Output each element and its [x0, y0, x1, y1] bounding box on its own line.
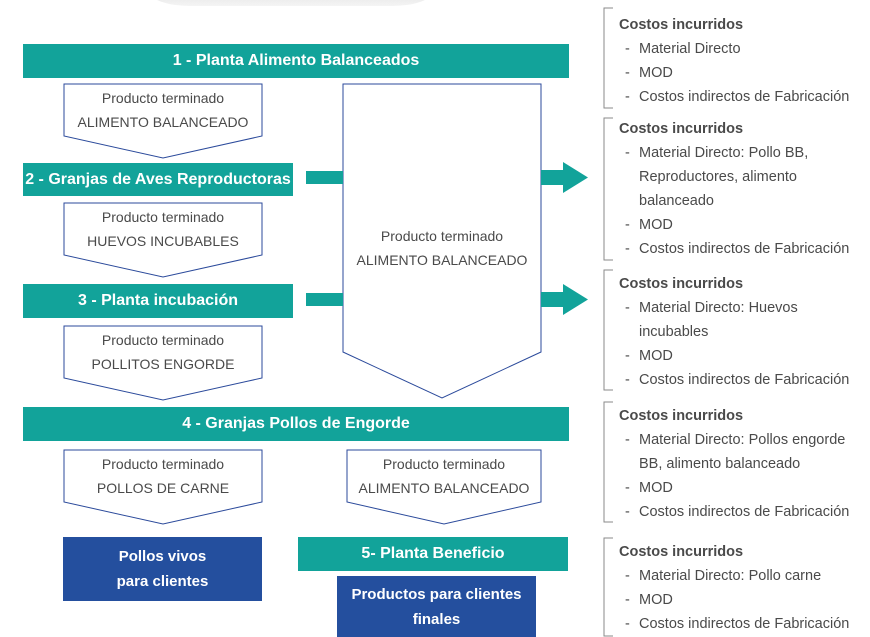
- central-product-label: Producto terminado ALIMENTO BALANCEADO: [343, 224, 541, 272]
- cost-bracket-1: [603, 7, 613, 109]
- product-label-2-line1: Producto terminado: [101, 209, 225, 225]
- output-1-line1: Pollos vivos: [118, 548, 207, 565]
- cost-item-text: Material Directo: Pollo BB, Reproductore…: [639, 145, 809, 209]
- costs-block-5: Costos incurridos -Material Directo: Pol…: [619, 540, 849, 636]
- cost-item: -Costos indirectos de Fabricación: [625, 89, 850, 105]
- costs-title: Costos incurridos: [619, 544, 744, 560]
- cost-item: -MOD: [625, 217, 673, 233]
- product-shape-1: [63, 83, 263, 159]
- cost-item: -MOD: [625, 480, 673, 496]
- product-label-5-line1: Producto terminado: [382, 456, 506, 472]
- central-product-line1: Producto terminado: [380, 228, 504, 244]
- cost-item-text: MOD: [639, 592, 673, 608]
- product-label-3-line2: POLLITOS ENGORDE: [91, 356, 235, 372]
- cost-bracket-5: [603, 537, 613, 637]
- cost-item-text: MOD: [639, 65, 673, 81]
- cost-item: -Material Directo: Pollos engorde BB, al…: [625, 432, 846, 472]
- stage-bar-1: 1 - Planta Alimento Balanceados: [23, 44, 569, 78]
- costs-title: Costos incurridos: [619, 17, 744, 33]
- costs-title: Costos incurridos: [619, 408, 744, 424]
- output-box-final-products: Productos para clientes finales: [337, 576, 536, 637]
- output-2-line1: Productos para clientes: [351, 585, 522, 603]
- stage-bar-5: 5- Planta Beneficio: [298, 537, 568, 571]
- connector-left-3: [306, 293, 343, 306]
- costs-block-2: Costos incurridos -Material Directo: Pol…: [619, 117, 849, 261]
- costs-block-3: Costos incurridos -Material Directo: Hue…: [619, 272, 849, 392]
- product-label-2-line2: HUEVOS INCUBABLES: [87, 233, 239, 249]
- cost-bracket-2: [603, 117, 613, 261]
- product-label-3-line1: Producto terminado: [101, 332, 225, 348]
- output-box-live-chickens: Pollos vivos para clientes: [63, 537, 262, 601]
- output-1-line2: para clientes: [116, 573, 209, 590]
- cost-item: -MOD: [625, 65, 673, 81]
- stage-bar-4: 4 - Granjas Pollos de Engorde: [23, 407, 569, 441]
- cost-item: -Costos indirectos de Fabricación: [625, 504, 850, 520]
- cost-item: -Material Directo: Huevos incubables: [625, 300, 798, 340]
- cost-item-text: Material Directo: Huevos incubables: [639, 300, 798, 340]
- cost-item-text: MOD: [639, 217, 673, 233]
- header-image-fragment: [150, 0, 432, 6]
- cost-item: -Costos indirectos de Fabricación: [625, 372, 850, 388]
- output-2-line2: finales: [412, 610, 461, 628]
- costs-title: Costos incurridos: [619, 121, 744, 137]
- cost-item-text: Material Directo: Pollos engorde BB, ali…: [639, 432, 846, 472]
- cost-item-text: Material Directo: [639, 41, 741, 57]
- stage-bar-3: 3 - Planta incubación: [23, 284, 293, 318]
- cost-item-text: Costos indirectos de Fabricación: [639, 241, 850, 257]
- cost-item-text: Costos indirectos de Fabricación: [639, 616, 850, 632]
- product-label-1-line1: Producto terminado: [101, 90, 225, 106]
- cost-bracket-3: [603, 269, 613, 391]
- product-label-2: Producto terminado HUEVOS INCUBABLES: [64, 205, 262, 253]
- product-label-4: Producto terminado POLLOS DE CARNE: [64, 452, 262, 500]
- central-product-line2: ALIMENTO BALANCEADO: [356, 252, 528, 268]
- cost-item: -Material Directo: Pollo carne: [625, 568, 822, 584]
- product-shape-3: [63, 325, 263, 401]
- costs-title: Costos incurridos: [619, 276, 744, 292]
- cost-item: -Material Directo: Pollo BB, Reproductor…: [625, 145, 809, 209]
- cost-bracket-4: [603, 401, 613, 523]
- arrow-right-3: [541, 284, 588, 315]
- cost-item: -Material Directo: [625, 41, 741, 57]
- cost-item-text: Costos indirectos de Fabricación: [639, 372, 850, 388]
- cost-item-text: MOD: [639, 348, 673, 364]
- costs-block-4: Costos incurridos -Material Directo: Pol…: [619, 404, 849, 524]
- cost-item-text: Costos indirectos de Fabricación: [639, 89, 850, 105]
- cost-item: -MOD: [625, 348, 673, 364]
- cost-item-text: MOD: [639, 480, 673, 496]
- cost-item: -Costos indirectos de Fabricación: [625, 241, 850, 257]
- cost-item: -Costos indirectos de Fabricación: [625, 616, 850, 632]
- product-label-1-line2: ALIMENTO BALANCEADO: [77, 114, 249, 130]
- costs-block-1: Costos incurridos -Material Directo -MOD…: [619, 13, 849, 109]
- cost-item-text: Material Directo: Pollo carne: [639, 568, 822, 584]
- product-label-4-line1: Producto terminado: [101, 456, 225, 472]
- product-label-5: Producto terminado ALIMENTO BALANCEADO: [347, 452, 541, 500]
- stage-bar-2: 2 - Granjas de Aves Reproductoras: [23, 163, 293, 196]
- product-label-5-line2: ALIMENTO BALANCEADO: [358, 480, 530, 496]
- central-product-shape: [342, 83, 542, 399]
- product-shape-2: [63, 202, 263, 278]
- product-label-1: Producto terminado ALIMENTO BALANCEADO: [64, 86, 262, 134]
- cost-item: -MOD: [625, 592, 673, 608]
- product-label-3: Producto terminado POLLITOS ENGORDE: [64, 328, 262, 376]
- product-label-4-line2: POLLOS DE CARNE: [96, 480, 230, 496]
- connector-left-2: [306, 171, 343, 184]
- arrow-right-2: [541, 162, 588, 193]
- product-shape-5: [346, 449, 542, 525]
- product-shape-4: [63, 449, 263, 525]
- cost-item-text: Costos indirectos de Fabricación: [639, 504, 850, 520]
